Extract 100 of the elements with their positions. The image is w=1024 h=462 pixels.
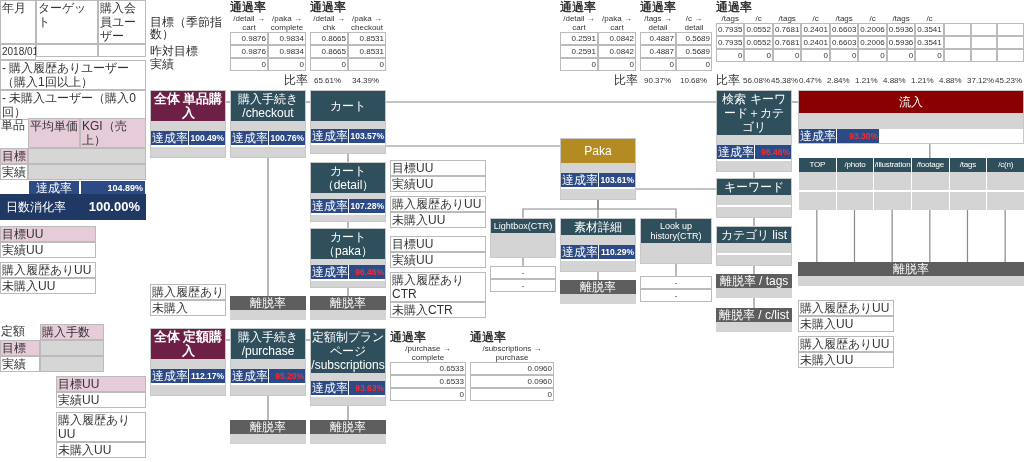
rate-value: 100.49% [189,131,225,145]
tab-block [986,158,1024,210]
rate-value: 93.30% [837,129,879,143]
connector-line [347,287,349,297]
exit-block [310,420,386,444]
block-header: 離脱率 [230,420,306,434]
tab-block [948,158,987,210]
column-header: /tags → detail [643,14,673,32]
number-cell: 0.7681 [772,36,802,49]
row-label: 昨対目標 [150,45,198,57]
connector-line [753,265,755,275]
ratio-value: 45.23% [995,76,1023,86]
connector-line [267,395,269,421]
funnel-block [310,90,386,154]
block-header: カテゴリ list [717,227,791,243]
rate-label: 達成率 [231,131,269,145]
connector-line [267,157,269,297]
table-cell: 年月 [0,0,36,44]
funnel-block [230,90,306,158]
number-cell: 0.0552 [744,36,773,49]
rate-label: 達成率 [799,129,837,143]
block-header: キーワード [717,179,791,195]
rate-value: 107.28% [349,199,385,213]
connector-line [225,101,231,103]
ratio-value: 65.61% [314,76,342,86]
rate-value: 96.46% [349,265,385,279]
number-cell: 0.6603 [829,23,859,36]
table-cell: 未購入CTR [390,302,486,318]
connector-line [675,263,677,277]
column-header: /tags [720,14,740,23]
connector-line [1004,209,1006,263]
table-cell: KGI（売上） [80,118,146,148]
table-cell: 実績UU [390,252,486,268]
block-header: 購入手続き /checkout [231,91,305,121]
funnel-block [310,328,386,406]
block-header: 検索 キーワード＋カテゴリ [717,91,791,135]
kpi-value: 100.00% [88,198,140,217]
block-header: 流入 [799,91,1023,113]
table-cell: 購入履歴ありUU [0,262,96,278]
number-cell: 0.5689 [676,32,712,45]
block-header: Look up history(CTR) [641,219,711,243]
table-cell: 目標 [0,148,28,164]
rate-value: 112.17% [189,369,225,383]
tab-block [835,158,874,210]
exit-block [716,308,792,332]
number-cell: 0.3541 [915,36,944,49]
column-header: /paka → complete [269,14,305,32]
number-cell: 0.7935 [716,23,745,36]
funnel-block [150,328,226,396]
column-header: /paka → cart [601,14,633,32]
table-cell: - [490,266,556,279]
funnel-block [230,328,306,396]
table-cell: 目標UU [0,226,96,242]
block-header: Lightbox(CTR) [491,219,555,233]
number-cell: 0.2591 [560,45,598,58]
number-cell: 0 [676,58,712,71]
table-cell: 目標UU [390,236,486,252]
table-cell: 実績UU [0,242,96,258]
connector-line [891,209,893,263]
ratio-value: 2.84% [827,76,850,86]
table-cell: - [640,289,712,302]
number-cell: 0 [829,49,859,62]
block-header: 離脱率 [310,296,386,310]
column-header: /c [754,14,763,23]
column-header: /tags [891,14,911,23]
column-header: /tags [777,14,797,23]
number-cell: 0.9876 [230,45,268,58]
number-cell: 0.9876 [230,32,268,45]
number-cell: 0 [772,49,802,62]
funnel-block [310,162,386,222]
table-cell: 未購入UU [798,352,894,368]
table-title: 通過率 [716,0,753,14]
connector-line [522,257,524,267]
number-cell: 0.7681 [772,23,802,36]
table-cell: 購入履歴ありUU [798,300,894,316]
block-header: /illustration [874,158,911,172]
table-cell: 2018/01 [0,44,36,60]
connector-line [966,209,969,263]
funnel-block [490,218,556,258]
table-cell: 購入履歴ありUU [798,336,894,352]
number-cell: 0.0960 [470,362,554,375]
number-cell: 0.8665 [310,32,348,45]
rate-label: 達成率 [151,369,189,383]
number-cell: 0.0842 [598,32,636,45]
block-header: 離脱率 [310,420,386,434]
table-cell: 購入会員ユーザー [98,0,146,44]
kpi-box [0,194,146,220]
table-cell: 平均単価 [28,118,80,148]
ratio-value: 34.39% [352,76,380,86]
rate-label: 達成率 [311,381,349,395]
ratio-label: 比率 [614,74,638,86]
connector-line [385,145,561,147]
funnel-block [310,228,386,288]
number-cell: 0 [268,58,306,71]
tab-block [798,158,836,210]
block-header: カート（detail） [311,163,385,193]
block-header: 全体 定額購入 [151,329,225,359]
table-cell: - 未購入ユーザー（購入0回） [0,90,146,120]
block-header: 購入手続き /purchase [231,329,305,359]
number-cell: 0.2006 [858,23,887,36]
